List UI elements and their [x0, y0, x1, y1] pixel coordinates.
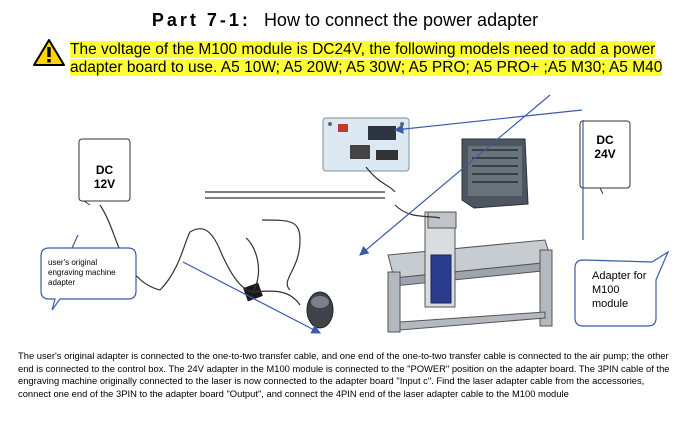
cables [99, 166, 441, 306]
m100-laser-module [461, 138, 529, 209]
callout-bubble-right [574, 250, 670, 327]
adapter-24v [579, 120, 631, 195]
air-pump [306, 291, 334, 329]
connection-diagram [40, 94, 670, 334]
callout-left-text: user's original engraving machine adapte… [48, 258, 116, 287]
page-title: Part 7-1: How to connect the power adapt… [0, 8, 690, 32]
adapter-12v-label: DC 12V [93, 163, 116, 191]
callout-right-text: Adapter for M100 module [592, 270, 647, 310]
warning-notice: The voltage of the M100 module is DC24V,… [70, 41, 670, 77]
title-text: How to connect the power adapter [263, 10, 539, 30]
warning-text: The voltage of the M100 module is DC24V,… [70, 41, 663, 76]
callout-bubble-left [40, 234, 137, 311]
adapter-12v [78, 138, 131, 206]
connection-arrows [182, 94, 584, 334]
engraving-machine [387, 211, 553, 333]
warning-icon [33, 39, 65, 66]
adapter-board [322, 117, 410, 172]
instructions-paragraph: The user's original adapter is connected… [18, 350, 670, 399]
adapter-24v-label: DC 24V [594, 133, 616, 161]
title-part: Part 7-1: [151, 10, 251, 30]
